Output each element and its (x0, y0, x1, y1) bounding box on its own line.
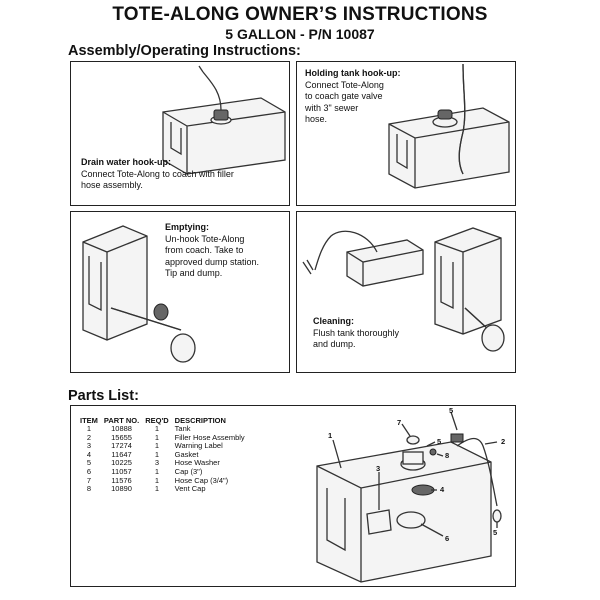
callout-4: 4 (440, 485, 445, 494)
table-row: 3 17274 1 Warning Label (77, 442, 248, 451)
page-title: TOTE-ALONG OWNER’S INSTRUCTIONS (112, 4, 488, 25)
assembly-heading: Assembly/Operating Instructions: (68, 43, 301, 59)
page-subtitle: 5 GALLON - P/N 10087 (225, 26, 375, 42)
cell-reqd: 1 (154, 466, 160, 476)
cell-reqd: 1 (154, 441, 160, 451)
drain-text: Drain water hook-up: Connect Tote-Along … (81, 157, 286, 192)
cell-description: Filler Hose Assembly (174, 432, 245, 442)
callout-5c: 5 (493, 528, 498, 537)
parts-exploded-diagram (316, 411, 502, 583)
table-row: 5 10225 3 Hose Washer (77, 459, 248, 468)
cell-part-no: 11647 (111, 449, 132, 459)
cell-description: Hose Cap (3/4") (174, 475, 229, 485)
table-row: 1 10888 1 Tank (77, 424, 248, 434)
col-description: DESCRIPTION (174, 416, 226, 425)
cell-description: Gasket (174, 449, 199, 459)
cleaning-line1: Flush tank thoroughly (313, 327, 400, 338)
holding-text: Holding tank hook-up: Connect Tote-Along… (305, 68, 425, 126)
holding-title: Holding tank hook-up: (305, 68, 401, 78)
table-row: 6 11057 1 Cap (3") (77, 466, 248, 477)
cell-reqd: 1 (154, 424, 160, 433)
table-row: 4 11647 1 Gasket (77, 449, 248, 460)
cell-description: Vent Cap (174, 484, 206, 494)
drain-line1: Connect Tote-Along to coach with filler (81, 168, 234, 179)
callout-1: 1 (328, 431, 333, 440)
callout-3: 3 (376, 464, 381, 473)
cell-item: 4 (86, 449, 92, 459)
emptying-line4: Tip and dump. (165, 268, 223, 278)
cleaning-text: Cleaning: Flush tank thoroughly and dump… (313, 316, 433, 351)
cell-item: 3 (86, 441, 92, 451)
cell-description: Warning Label (174, 441, 223, 451)
callout-5a: 5 (449, 406, 454, 415)
callout-2: 2 (501, 437, 506, 446)
cell-part-no: 10888 (111, 424, 132, 433)
holding-line2: to coach gate valve (305, 91, 383, 101)
cleaning-line2: and dump. (313, 339, 356, 349)
holding-panel: Holding tank hook-up: Connect Tote-Along… (296, 61, 516, 206)
col-part-no: PART NO. (103, 416, 140, 425)
cell-item: 5 (86, 458, 92, 468)
holding-line1: Connect Tote-Along (305, 79, 384, 90)
cell-reqd: 1 (154, 475, 160, 485)
table-row: 2 15655 1 Filler Hose Assembly (77, 432, 248, 443)
callout-8: 8 (445, 451, 450, 460)
cell-item: 1 (86, 424, 92, 433)
cell-reqd: 3 (154, 458, 160, 468)
emptying-text: Emptying: Un-hook Tote-Along from coach.… (165, 222, 287, 280)
cleaning-illustration (302, 227, 505, 352)
col-reqd: REQ'D (145, 416, 169, 425)
holding-line4: hose. (305, 114, 328, 124)
emptying-title: Emptying: (165, 222, 209, 232)
cell-reqd: 1 (154, 484, 160, 494)
table-row: 7 11576 1 Hose Cap (3/4") (77, 475, 248, 486)
cell-reqd: 1 (154, 432, 160, 442)
cleaning-panel: Cleaning: Flush tank thoroughly and dump… (296, 211, 516, 373)
drain-line2: hose assembly. (81, 180, 143, 190)
drain-title: Drain water hook-up: (81, 157, 172, 167)
cell-description: Tank (174, 424, 191, 433)
emptying-line3: approved dump station. (165, 256, 260, 267)
emptying-illustration (82, 225, 196, 363)
cell-part-no: 15655 (111, 432, 132, 442)
drain-panel: Drain water hook-up: Connect Tote-Along … (70, 61, 290, 206)
callout-6: 6 (445, 534, 450, 543)
callout-5b: 5 (437, 437, 442, 446)
cell-item: 2 (86, 432, 92, 442)
drain-illustration (162, 65, 286, 175)
cleaning-title: Cleaning: (313, 316, 355, 326)
cell-item: 6 (86, 466, 92, 476)
cell-part-no: 11057 (111, 466, 132, 476)
cell-description: Cap (3") (174, 466, 203, 476)
emptying-panel: Emptying: Un-hook Tote-Along from coach.… (70, 211, 290, 373)
callout-7: 7 (397, 418, 402, 427)
holding-line3: with 3" sewer (305, 102, 359, 113)
cell-item: 7 (86, 475, 92, 485)
emptying-line1: Un-hook Tote-Along (165, 233, 245, 244)
parts-table: ITEM PART NO. REQ'D DESCRIPTION 1 10888 1 T… (77, 416, 248, 494)
cell-part-no: 10225 (111, 458, 132, 468)
cell-part-no: 17274 (111, 441, 132, 451)
cell-item: 8 (86, 484, 92, 494)
cell-reqd: 1 (154, 449, 160, 459)
cell-description: Hose Washer (174, 458, 220, 468)
cell-part-no: 11576 (111, 475, 132, 485)
cell-part-no: 10890 (111, 484, 132, 494)
holding-illustration (388, 63, 510, 189)
emptying-line2: from coach. Take to (165, 245, 244, 255)
col-item: ITEM (80, 416, 98, 425)
parts-heading: Parts List: (68, 388, 139, 404)
parts-panel: ITEM PART NO. REQ'D DESCRIPTION 1 10888 1 T… (70, 405, 516, 587)
table-row: 8 10890 1 Vent Cap (77, 485, 248, 494)
parts-header-row: ITEM PART NO. REQ'D DESCRIPTION (77, 416, 248, 425)
